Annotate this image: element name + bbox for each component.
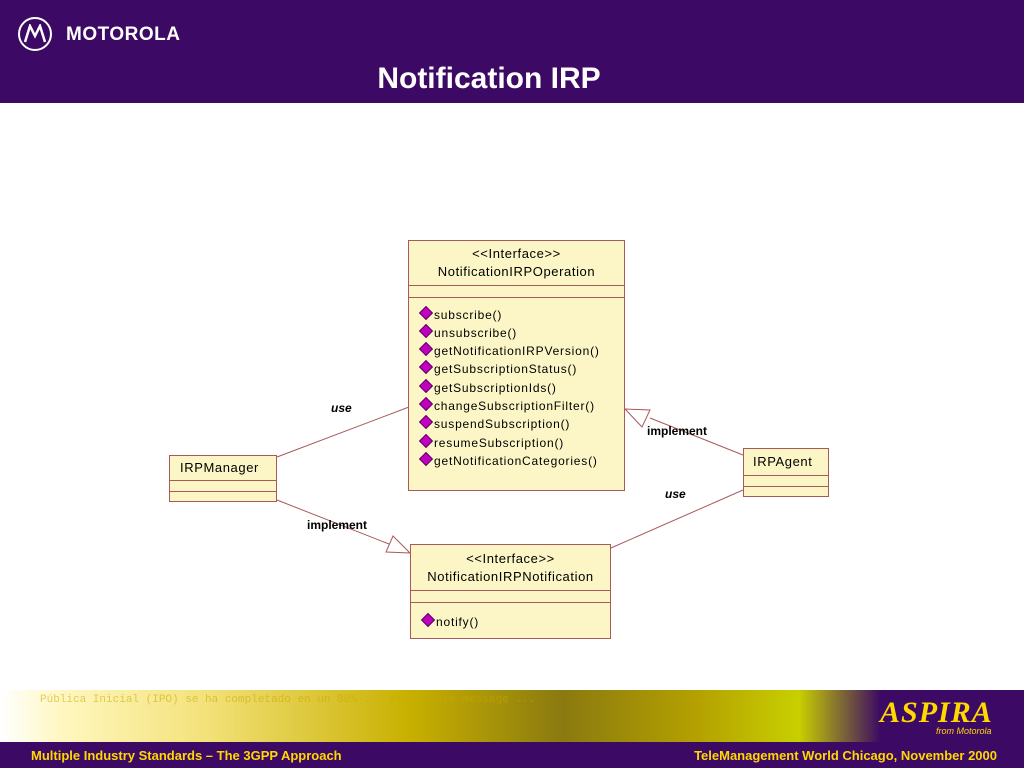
decorative-banner: Pública Inicial (IPO) se ha completado e… — [0, 690, 1024, 742]
operation-item: notify() — [420, 612, 479, 629]
divider — [744, 475, 828, 476]
operation-interface-name: NotificationIRPOperation — [437, 264, 596, 279]
operation-item: resumeSubscription() — [418, 433, 564, 450]
divider — [409, 297, 624, 298]
method-icon — [418, 359, 434, 375]
divider — [411, 602, 610, 603]
motorola-logo-icon — [18, 17, 52, 51]
operation-item: getSubscriptionStatus() — [418, 359, 577, 376]
method-icon — [420, 612, 436, 628]
footer-bar: Multiple Industry Standards – The 3GPP A… — [0, 742, 1024, 768]
divider — [411, 590, 610, 591]
header-bar: MOTOROLA Notification IRP — [0, 0, 1024, 103]
operation-interface-stereotype: <<Interface>> — [472, 246, 561, 261]
divider — [170, 491, 276, 492]
operation-item: getSubscriptionIds() — [418, 378, 557, 395]
banner-background-text: Pública Inicial (IPO) se ha completado e… — [40, 694, 536, 706]
manager-implement-label: implement — [307, 518, 368, 532]
method-icon — [418, 433, 434, 449]
brand-name: MOTOROLA — [66, 24, 181, 45]
manager-use-line — [276, 406, 410, 458]
agent-implement-label: implement — [647, 424, 708, 438]
notification-interface-stereotype: <<Interface>> — [466, 551, 555, 566]
irp-manager-box: IRPManager — [169, 455, 277, 502]
divider — [409, 285, 624, 286]
method-icon — [418, 341, 434, 357]
manager-implement-arrowhead — [385, 535, 412, 554]
aspira-logo-subtitle: from Motorola — [936, 726, 992, 736]
operation-item: getNotificationCategories() — [418, 451, 598, 468]
irp-manager-name: IRPManager — [180, 460, 259, 475]
method-icon — [418, 396, 434, 412]
method-icon — [418, 451, 434, 467]
method-icon — [418, 323, 434, 339]
manager-use-label: use — [331, 401, 352, 415]
method-icon — [418, 378, 434, 394]
operation-item: getNotificationIRPVersion() — [418, 341, 600, 358]
agent-implement-arrowhead — [623, 408, 651, 428]
method-icon — [418, 414, 434, 430]
footer-left-text: Multiple Industry Standards – The 3GPP A… — [31, 748, 342, 763]
irp-agent-name: IRPAgent — [753, 454, 813, 469]
slide-title: Notification IRP — [377, 62, 601, 95]
aspira-logo: ASPIRA — [880, 696, 993, 729]
method-icon — [418, 305, 434, 321]
operation-item: subscribe() — [418, 305, 502, 322]
manager-implement-line — [276, 499, 390, 545]
divider — [744, 486, 828, 487]
irp-agent-box: IRPAgent — [743, 448, 829, 497]
operation-interface-box: <<Interface>> NotificationIRPOperation s… — [408, 240, 625, 491]
operation-item: unsubscribe() — [418, 323, 517, 340]
divider — [170, 480, 276, 481]
notification-interface-box: <<Interface>> NotificationIRPNotificatio… — [410, 544, 611, 639]
agent-implement-line — [649, 417, 744, 456]
operation-item: suspendSubscription() — [418, 414, 570, 431]
operation-item: changeSubscriptionFilter() — [418, 396, 595, 413]
agent-use-line — [610, 489, 744, 549]
footer-right-text: TeleManagement World Chicago, November 2… — [694, 748, 997, 763]
notification-interface-name: NotificationIRPNotification — [427, 569, 594, 584]
agent-use-label: use — [665, 487, 686, 501]
